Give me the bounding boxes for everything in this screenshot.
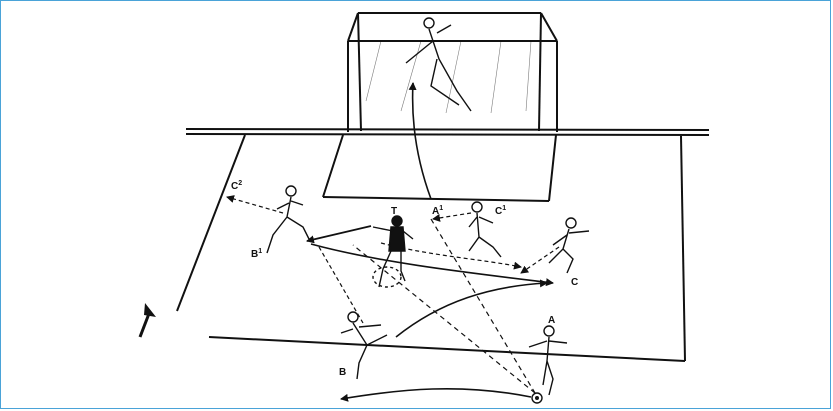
ball-icon	[532, 393, 542, 403]
goalkeeper	[406, 18, 471, 111]
up-arrow-icon	[140, 303, 156, 337]
player-c	[549, 218, 589, 273]
label-a1: A1	[432, 205, 443, 217]
pitch-lines	[177, 129, 709, 361]
player-b1	[267, 186, 309, 253]
label-c: C	[571, 277, 578, 288]
player-a	[529, 326, 567, 395]
label-c2: C2	[231, 180, 242, 192]
label-b: B	[339, 367, 346, 378]
label-b1: B1	[251, 248, 262, 260]
goal	[348, 13, 557, 132]
label-t: T	[391, 206, 397, 217]
player-t	[373, 216, 413, 287]
label-a: A	[548, 315, 555, 326]
label-c1: C1	[495, 205, 506, 217]
pass-arrow-to-goal	[413, 83, 431, 199]
